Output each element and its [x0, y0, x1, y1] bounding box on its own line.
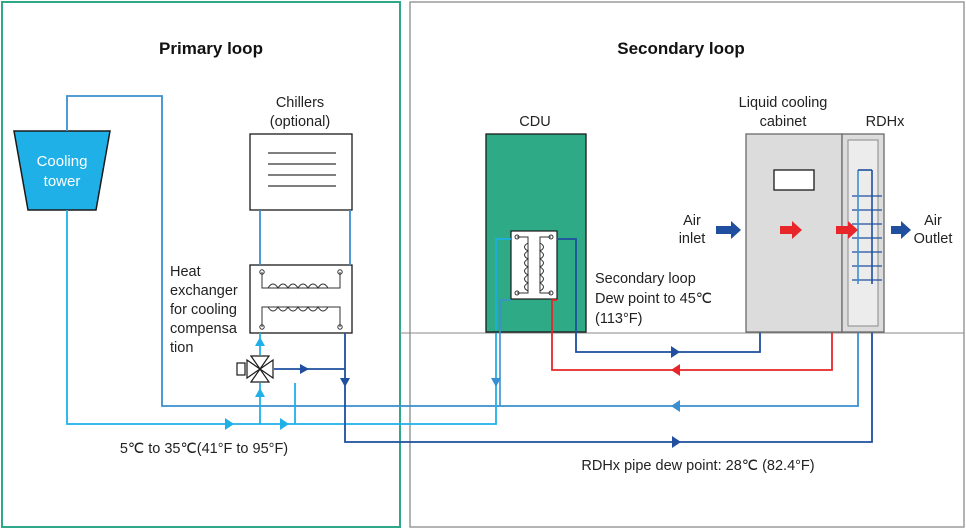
- flow-arrow-11: [671, 364, 680, 376]
- three-way-valve: [236, 355, 274, 383]
- air-inlet-label-2: inlet: [679, 231, 706, 247]
- heat-exchanger-unit: [249, 264, 353, 334]
- primary-loop-frame: [1, 1, 401, 528]
- cabinet-label-2: cabinet: [760, 114, 807, 130]
- secondary-loop-frame: [409, 1, 965, 528]
- chillers-label-2: (optional): [270, 114, 330, 130]
- air-outlet-arrow: [891, 221, 911, 239]
- cold-plate-module: [773, 169, 815, 191]
- flow-arrow-9: [672, 436, 681, 448]
- chiller-unit: [249, 133, 353, 211]
- flow-arrow-1: [225, 418, 234, 430]
- air-warm-arrow-2: [836, 221, 858, 239]
- heat-exchanger-label-5: tion: [170, 340, 193, 356]
- flow-arrow-2: [280, 418, 289, 430]
- dew-note-3: (113°F): [595, 311, 642, 327]
- cabinet-label-1: Liquid cooling: [739, 95, 828, 111]
- primary-loop-title: Primary loop: [159, 39, 263, 58]
- rdhx-label: RDHx: [866, 114, 905, 130]
- flow-arrow-5: [300, 364, 309, 374]
- air-outlet-label-1: Air: [924, 213, 942, 229]
- flow-arrow-3: [255, 337, 265, 346]
- cooling-tower-label-2: tower: [44, 173, 81, 190]
- cdu-outlet-pipe: [499, 299, 511, 406]
- cdu-heat-exchanger: [510, 230, 558, 300]
- secondary-loop-title: Secondary loop: [617, 39, 745, 58]
- air-warm-arrow-1: [780, 221, 802, 239]
- dew-note-2: Dew point to 45℃: [595, 291, 712, 307]
- heat-exchanger-label-1: Heat: [170, 264, 201, 280]
- flow-arrow-6: [340, 378, 350, 387]
- air-outlet-label-2: Outlet: [914, 231, 953, 247]
- cooling-tower: [13, 130, 111, 211]
- flow-arrow-7: [491, 378, 501, 387]
- heat-exchanger-label-3: for cooling: [170, 302, 237, 318]
- primary-temp-range: 5℃ to 35℃(41°F to 95°F): [120, 441, 288, 457]
- cdu-label: CDU: [519, 114, 550, 130]
- rdhx-coil: [852, 195, 882, 281]
- air-inlet-label-1: Air: [683, 213, 701, 229]
- flow-arrow-8: [671, 400, 680, 412]
- heat-exchanger-label-2: exchanger: [170, 283, 238, 299]
- flow-arrow-10: [671, 346, 680, 358]
- dew-note-1: Secondary loop: [595, 271, 696, 287]
- cooling-tower-label-1: Cooling: [37, 153, 88, 170]
- chillers-label-1: Chillers: [276, 95, 324, 111]
- secondary-supply-pipe: [557, 183, 772, 353]
- flow-arrow-4: [255, 388, 265, 397]
- heat-exchanger-label-4: compensa: [170, 321, 238, 337]
- air-inlet-arrow: [716, 221, 741, 239]
- cdu-inlet-pipe: [495, 238, 511, 330]
- rdhx-dew-point-label: RDHx pipe dew point: 28℃ (82.4°F): [581, 458, 814, 474]
